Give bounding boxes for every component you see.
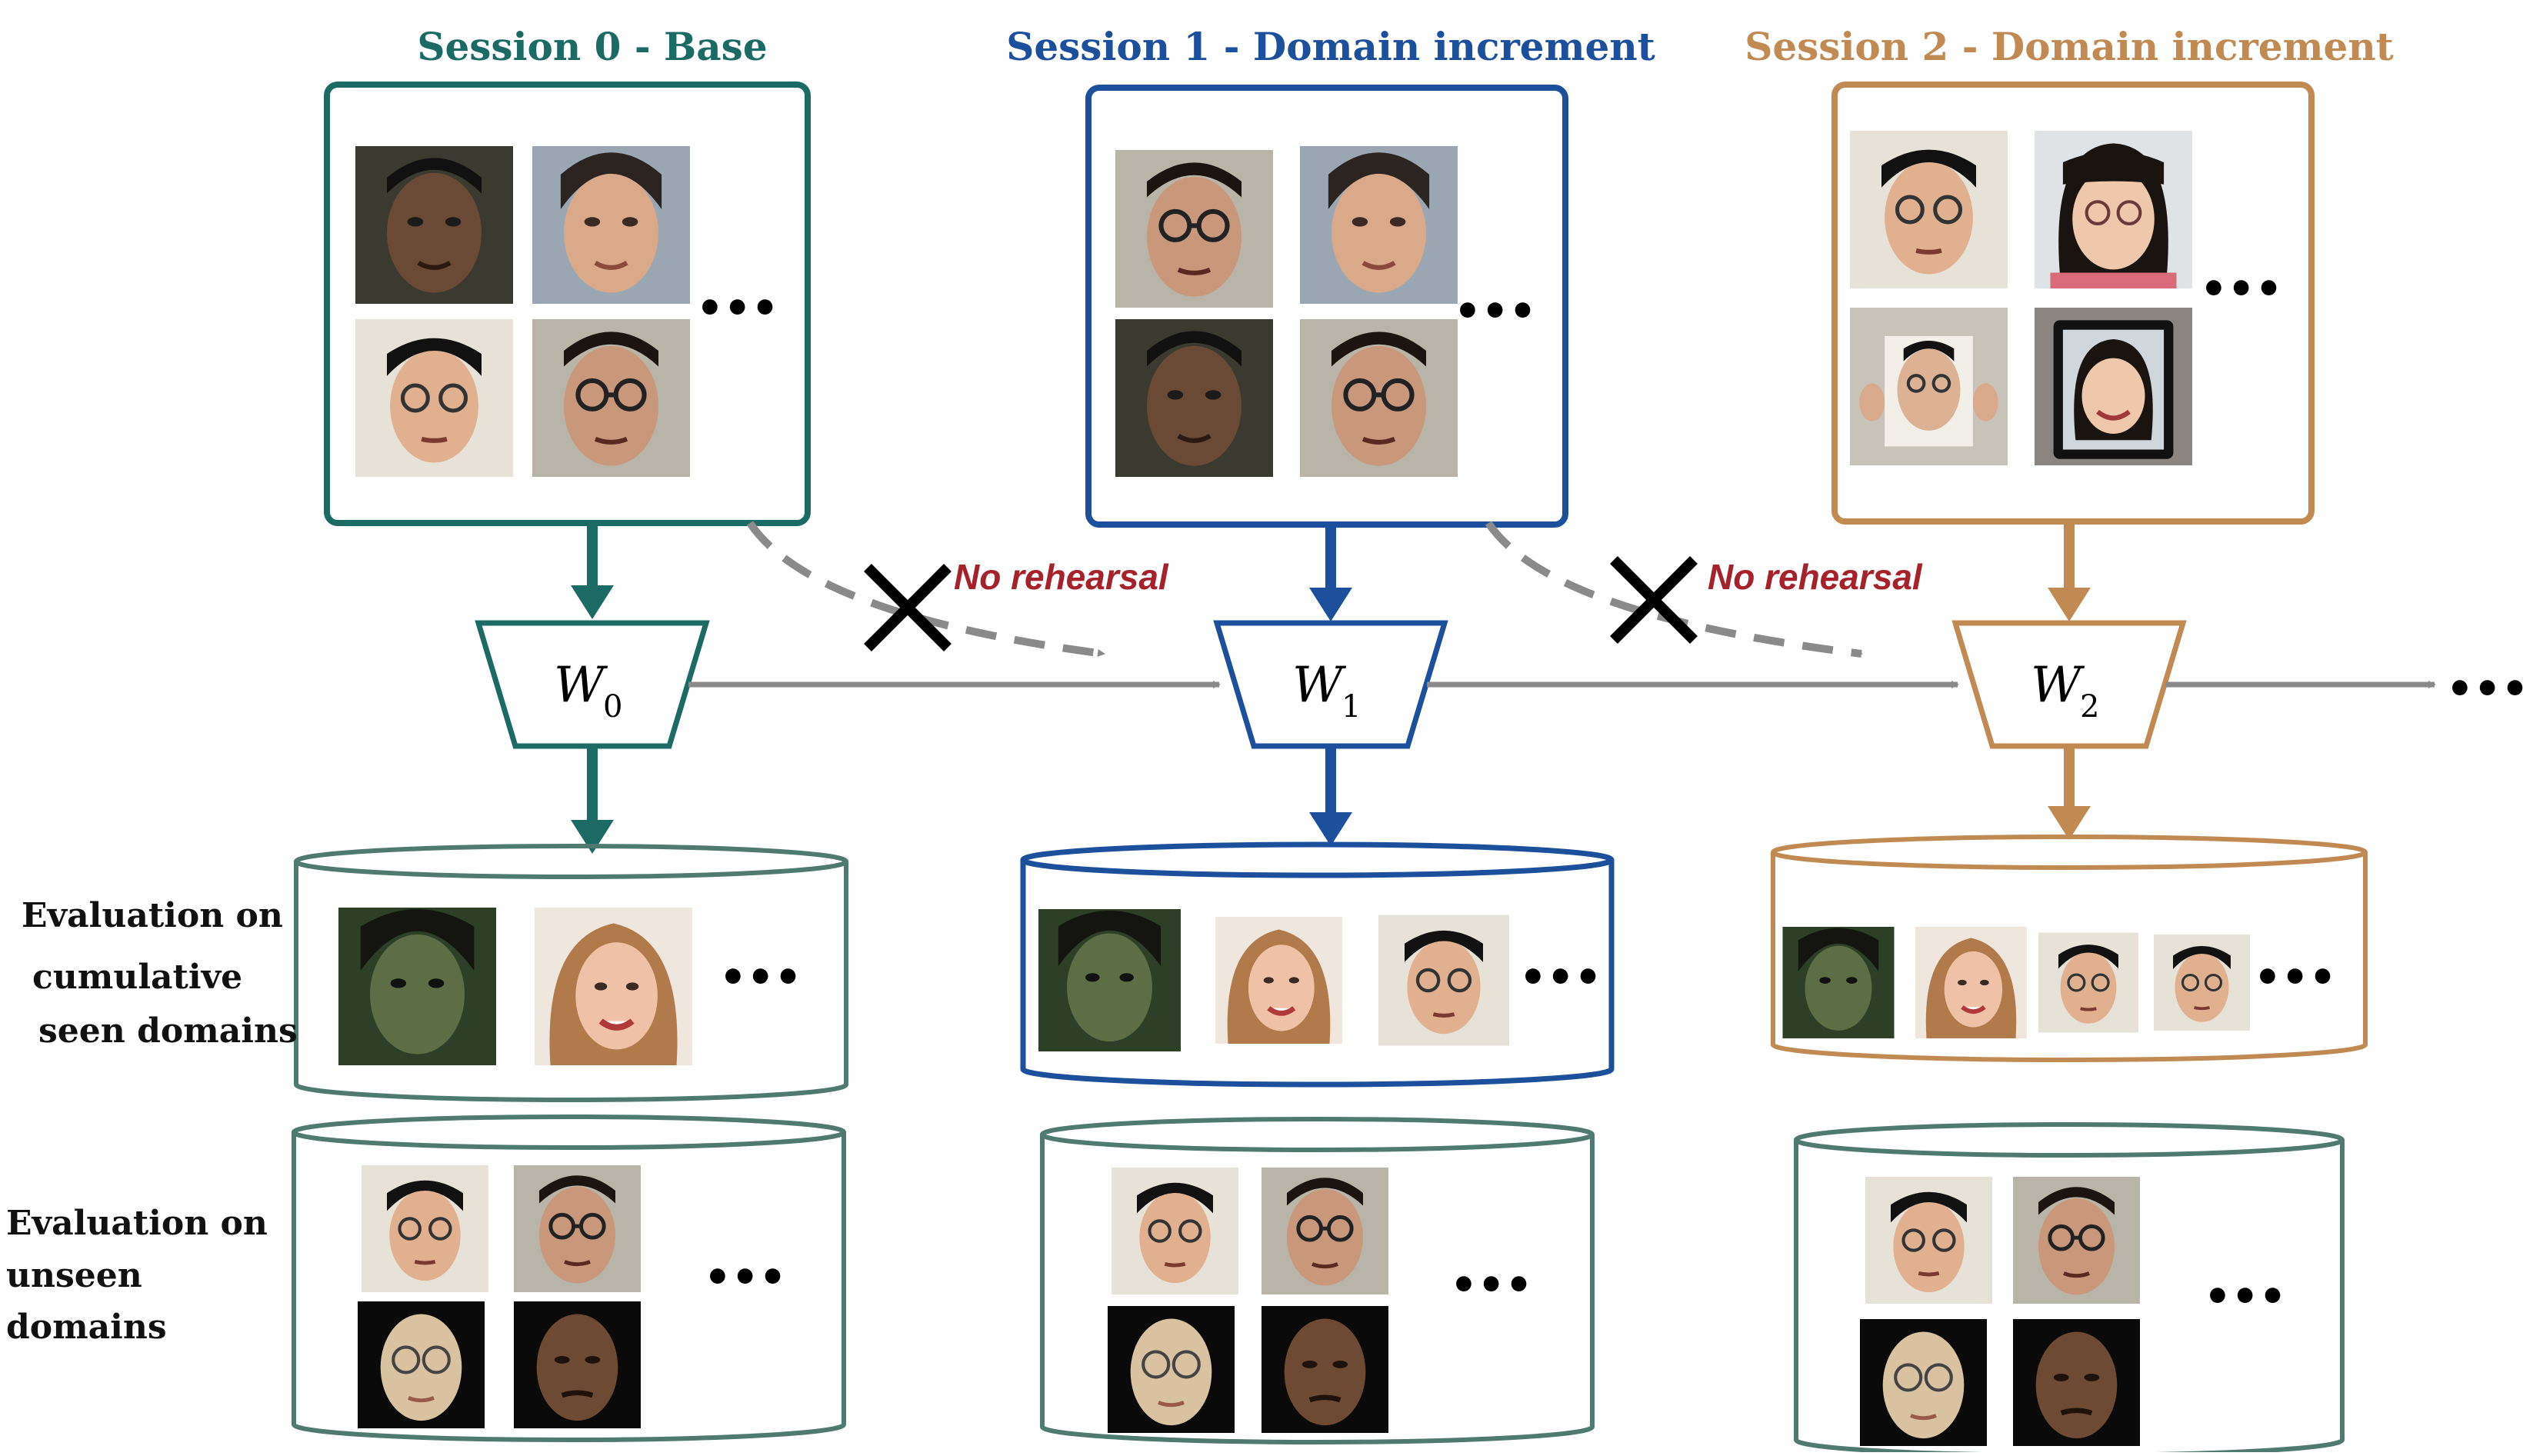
face-photo	[514, 1165, 641, 1292]
face-photo	[1782, 927, 1895, 1038]
training-box-2: •••	[1831, 82, 2315, 525]
face-photo	[2035, 308, 2192, 465]
no-rehearsal-label: No rehearsal	[1708, 557, 1923, 597]
face-photo	[1850, 308, 2008, 465]
face-photo	[532, 146, 690, 304]
ellipsis-dots: •••	[1450, 1261, 1532, 1311]
face-photo	[2013, 1319, 2140, 1446]
arrow-down-icon-5	[2048, 746, 2091, 840]
seen-eval-db-2: •••	[1771, 835, 2368, 1062]
face-photo	[514, 1301, 641, 1428]
face-photo	[2013, 1177, 2140, 1304]
face-photo	[2038, 933, 2138, 1033]
model-2: W2	[1951, 620, 2187, 749]
seen-eval-db-0: •••	[294, 844, 848, 1102]
arrow-down-icon-1	[1309, 525, 1352, 621]
eval-seen-label-2: seen domains	[38, 1011, 298, 1051]
ellipsis-dots: •••	[704, 1253, 786, 1303]
face-photo	[1850, 131, 2008, 288]
model-subscript: 2	[2080, 689, 2099, 725]
model-symbol: W	[554, 657, 608, 714]
eval-unseen-label-0: Evaluation on	[6, 1204, 268, 1243]
no-rehearsal-label: No rehearsal	[954, 557, 1169, 597]
session-title-1: Session 1 - Domain increment	[1006, 24, 1655, 69]
session-title-0: Session 0 - Base	[417, 24, 767, 69]
training-box-0: •••	[324, 82, 811, 526]
unseen-eval-db-0: •••	[292, 1114, 846, 1442]
ellipsis-dots: •••	[2204, 1272, 2286, 1322]
face-photo	[535, 908, 692, 1065]
cross-icon	[864, 564, 952, 651]
eval-seen-label-1: cumulative	[32, 958, 242, 997]
no-rehearsal-1: No rehearsal	[1485, 521, 1923, 658]
seen-eval-db-1: •••	[1020, 841, 1615, 1088]
model-symbol: W	[2031, 657, 2085, 714]
cross-icon	[1610, 556, 1698, 644]
model-0: W0	[475, 620, 710, 749]
ellipsis-dots: •••	[719, 953, 802, 1003]
arrow-down-icon-0	[571, 525, 614, 619]
arrow-down-icon-2	[2048, 521, 2091, 621]
arrow-down-icon-3	[571, 746, 614, 854]
ellipsis-dots: •••	[2200, 265, 2282, 315]
eval-seen-label-0: Evaluation on	[22, 896, 283, 935]
ellipsis-dots: •••	[1454, 287, 1536, 337]
dashed-arrow-icon	[746, 521, 1105, 658]
model-trapezoid	[475, 620, 710, 749]
face-photo	[1115, 150, 1273, 308]
ellipsis-dots: •••	[696, 284, 778, 334]
face-photo	[1215, 917, 1342, 1044]
face-photo	[1300, 319, 1458, 477]
ellipsis-dots: •••	[1519, 953, 1601, 1003]
face-photo	[358, 1301, 485, 1428]
face-photo	[1860, 1319, 1987, 1446]
session-title-2: Session 2 - Domain increment	[1745, 24, 2394, 69]
model-symbol: W	[1292, 657, 1347, 714]
face-photo	[362, 1165, 488, 1292]
model-subscript: 1	[1341, 689, 1361, 725]
face-photo	[1115, 319, 1273, 477]
face-photo	[1038, 909, 1181, 1051]
face-photo	[1262, 1168, 1388, 1294]
no-rehearsal-0: No rehearsal	[746, 521, 1169, 658]
model-trapezoid	[1951, 620, 2187, 749]
ellipsis-dots: •••	[2446, 665, 2528, 715]
eval-unseen-label-2: domains	[6, 1308, 167, 1347]
face-photo	[1108, 1306, 1235, 1433]
face-photo	[355, 319, 513, 477]
model-trapezoid	[1213, 620, 1448, 749]
face-photo	[2035, 131, 2192, 288]
eval-unseen-label-1: unseen	[6, 1256, 142, 1295]
face-photo	[532, 319, 690, 477]
unseen-eval-db-1: •••	[1040, 1117, 1595, 1444]
face-photo	[1378, 915, 1509, 1046]
model-subscript: 0	[603, 689, 622, 725]
face-photo	[1865, 1177, 1992, 1304]
face-photo	[1262, 1306, 1388, 1433]
training-box-1: •••	[1085, 85, 1568, 528]
unseen-eval-db-2: •••	[1794, 1122, 2345, 1456]
face-photo	[355, 146, 513, 304]
model-1: W1	[1213, 620, 1448, 749]
arrow-down-icon-4	[1309, 746, 1352, 846]
dashed-arrow-icon	[1485, 521, 1863, 658]
face-photo	[2154, 935, 2250, 1031]
face-photo	[1112, 1168, 1238, 1294]
face-photo	[1300, 146, 1458, 304]
face-photo	[1915, 927, 2027, 1038]
face-photo	[338, 908, 496, 1065]
ellipsis-dots: •••	[2254, 953, 2336, 1003]
